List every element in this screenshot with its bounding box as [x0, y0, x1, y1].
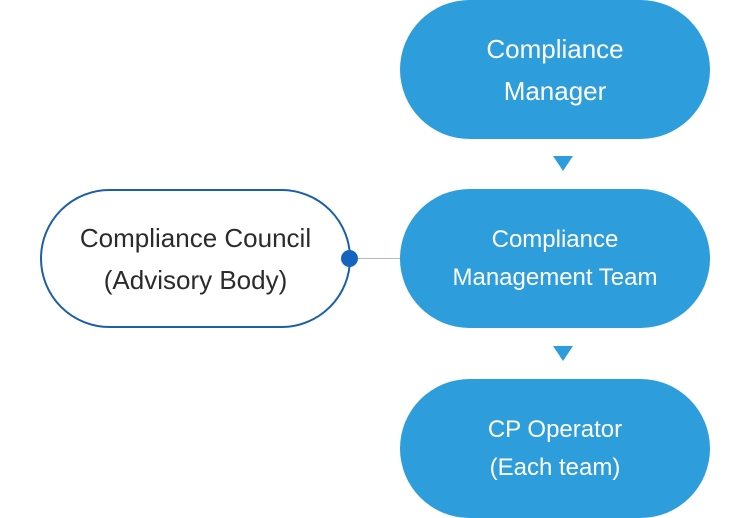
node-label-line: CP Operator: [487, 415, 623, 443]
connector-line: [350, 258, 400, 259]
connector-dot-icon: [341, 250, 358, 267]
node-label-line: Manager: [503, 75, 607, 106]
compliance-manager-node: Compliance Manager: [400, 0, 710, 139]
compliance-management-team-node: Compliance Management Team: [400, 189, 710, 328]
node-label-line: (Each team): [489, 453, 621, 481]
node-label-line: Compliance: [486, 33, 624, 64]
node-label-line: Management Team: [452, 263, 658, 291]
down-arrow-icon: [553, 156, 573, 171]
cp-operator-node: CP Operator (Each team): [400, 379, 710, 518]
node-label-line: Compliance: [491, 225, 619, 253]
node-label-line: (Advisory Body): [103, 264, 288, 295]
compliance-council-node: Compliance Council (Advisory Body): [40, 189, 351, 328]
node-label-line: Compliance Council: [79, 222, 312, 253]
down-arrow-icon: [553, 346, 573, 361]
